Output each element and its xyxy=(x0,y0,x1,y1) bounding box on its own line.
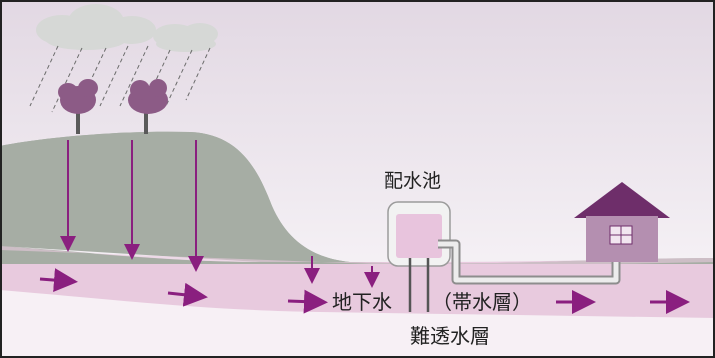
arrow-icon xyxy=(287,289,328,314)
well-pipes xyxy=(408,258,430,312)
reservoir-tank-icon xyxy=(387,201,451,267)
groundwater-label: 地下水 xyxy=(332,290,392,314)
hill-cover xyxy=(0,131,350,262)
aquifer-label: （帯水層） xyxy=(432,290,532,314)
arrow-icon xyxy=(167,282,208,307)
hill-base-blend xyxy=(0,246,715,266)
impermeable-layer xyxy=(0,290,715,358)
house-icon xyxy=(574,182,670,262)
flow-arrows xyxy=(39,268,690,314)
tree-icon xyxy=(58,79,98,134)
tree-icon xyxy=(128,79,168,134)
pipe-inner xyxy=(438,241,619,283)
reservoir-label: 配水池 xyxy=(384,170,442,192)
impermeable-label: 難透水層 xyxy=(410,324,490,348)
arrow-icon xyxy=(39,268,78,293)
infiltration-arrows xyxy=(60,140,380,288)
cloud-icon xyxy=(36,4,218,52)
